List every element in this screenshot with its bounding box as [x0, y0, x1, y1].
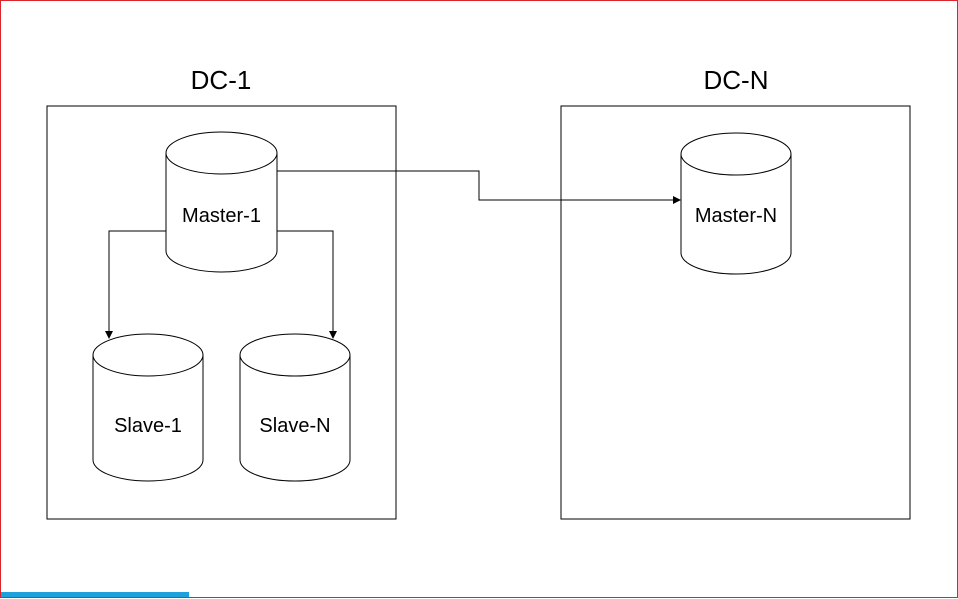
- dc-1-title: DC-1: [191, 65, 252, 95]
- master-n-label: Master-N: [695, 205, 777, 227]
- dc-n-title: DC-N: [704, 65, 769, 95]
- edge-master-1-to-slave-1: [105, 230, 166, 339]
- master-n-database: Master-N: [680, 132, 792, 275]
- slave-n-label: Slave-N: [259, 415, 330, 437]
- slave-1-label: Slave-1: [114, 415, 182, 437]
- loading-progress-bar: [1, 592, 189, 597]
- slave-n-database: Slave-N: [239, 333, 351, 482]
- master-1-label: Master-1: [182, 205, 261, 227]
- edge-master-1-to-master-n: [277, 170, 681, 204]
- slave-1-database: Slave-1: [92, 333, 204, 482]
- master-1-database: Master-1: [165, 131, 278, 273]
- edge-master-1-to-slave-n: [277, 230, 337, 339]
